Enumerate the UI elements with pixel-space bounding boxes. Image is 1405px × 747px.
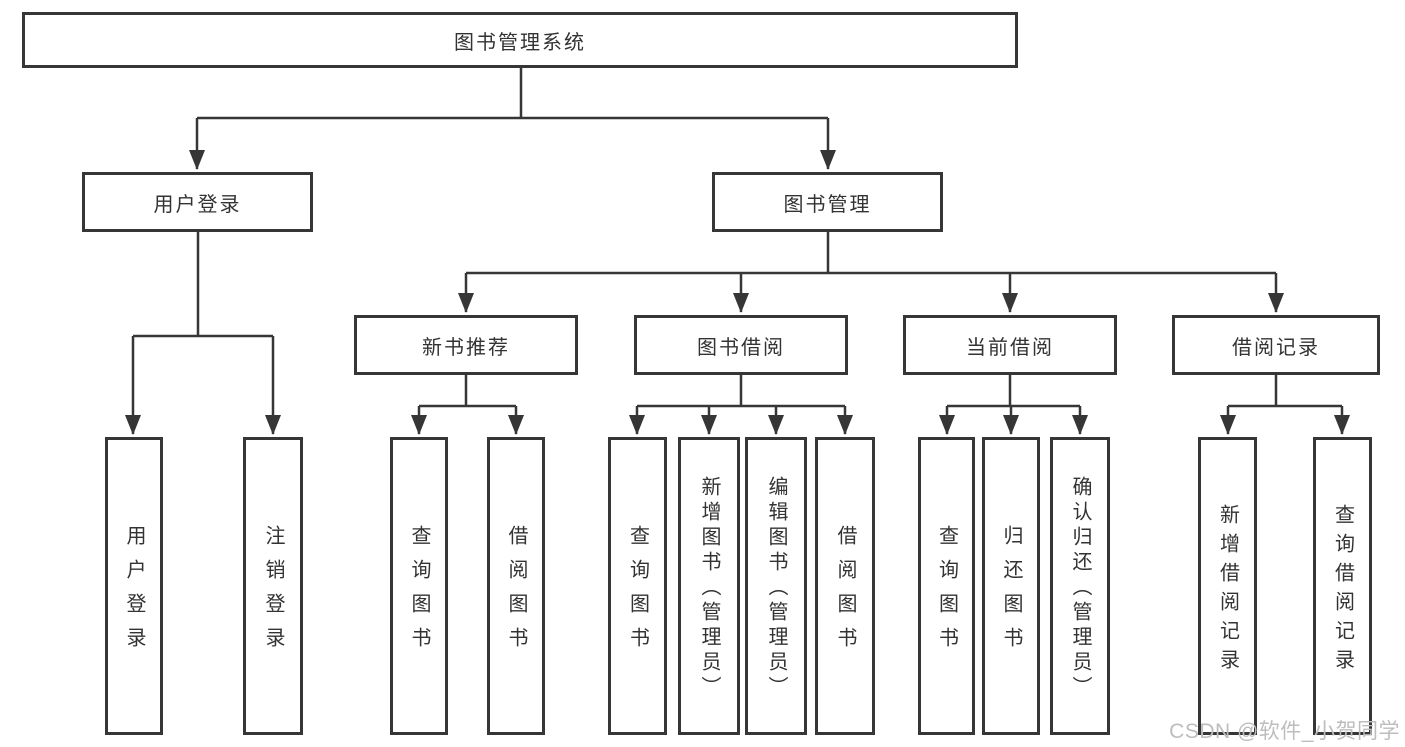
- leaf-query-books-borrow-label: 查询图书: [626, 525, 649, 661]
- node-book-borrow-label: 图书借阅: [697, 336, 785, 359]
- leaf-confirm-return-admin-label: 确认归还（管理员）: [1069, 476, 1091, 701]
- csdn-watermark: CSDN @软件_小贺同学: [1169, 720, 1400, 743]
- node-borrow-records-label: 借阅记录: [1232, 336, 1320, 359]
- leaf-add-book-admin-label: 新增图书（管理员）: [698, 476, 720, 701]
- leaf-logout-label: 注销登录: [262, 525, 284, 661]
- leaf-query-borrow-record-label: 查询借阅记录: [1331, 503, 1354, 678]
- node-borrow-records: 借阅记录: [1172, 315, 1380, 375]
- node-user-login: 用户登录: [82, 172, 313, 232]
- node-book-borrow: 图书借阅: [634, 315, 848, 375]
- node-book-management: 图书管理: [712, 172, 943, 232]
- leaf-return-book: 归还图书: [982, 437, 1040, 735]
- node-book-management-label: 图书管理: [783, 193, 872, 216]
- leaf-borrow-books-recommend-label: 借阅图书: [505, 525, 527, 661]
- leaf-query-books-recommend: 查询图书: [390, 437, 448, 735]
- leaf-edit-book-admin: 编辑图书（管理员）: [745, 437, 807, 735]
- node-new-book-recommend-label: 新书推荐: [422, 336, 510, 359]
- node-root: 图书管理系统: [22, 12, 1018, 68]
- leaf-user-login: 用户登录: [105, 437, 163, 735]
- leaf-query-books-recommend-label: 查询图书: [408, 525, 430, 661]
- node-user-login-label: 用户登录: [153, 193, 242, 216]
- leaf-query-books-borrow: 查询图书: [608, 437, 667, 735]
- leaf-query-books-current-label: 查询图书: [935, 525, 958, 661]
- leaf-borrow-book-label: 借阅图书: [834, 525, 856, 661]
- leaf-user-login-label: 用户登录: [123, 525, 145, 661]
- node-new-book-recommend: 新书推荐: [354, 315, 578, 375]
- leaf-confirm-return-admin: 确认归还（管理员）: [1050, 437, 1110, 735]
- node-root-label: 图书管理系统: [454, 31, 586, 54]
- leaf-query-books-current: 查询图书: [918, 437, 975, 735]
- leaf-add-borrow-record-label: 新增借阅记录: [1216, 503, 1239, 678]
- leaf-add-book-admin: 新增图书（管理员）: [678, 437, 740, 735]
- node-current-borrow: 当前借阅: [903, 315, 1117, 375]
- leaf-edit-book-admin-label: 编辑图书（管理员）: [765, 476, 787, 701]
- node-current-borrow-label: 当前借阅: [966, 336, 1054, 359]
- leaf-return-book-label: 归还图书: [1000, 525, 1022, 661]
- leaf-borrow-books-recommend: 借阅图书: [487, 437, 545, 735]
- leaf-logout: 注销登录: [243, 437, 303, 735]
- leaf-query-borrow-record: 查询借阅记录: [1313, 437, 1372, 735]
- leaf-add-borrow-record: 新增借阅记录: [1198, 437, 1257, 735]
- leaf-borrow-book: 借阅图书: [815, 437, 875, 735]
